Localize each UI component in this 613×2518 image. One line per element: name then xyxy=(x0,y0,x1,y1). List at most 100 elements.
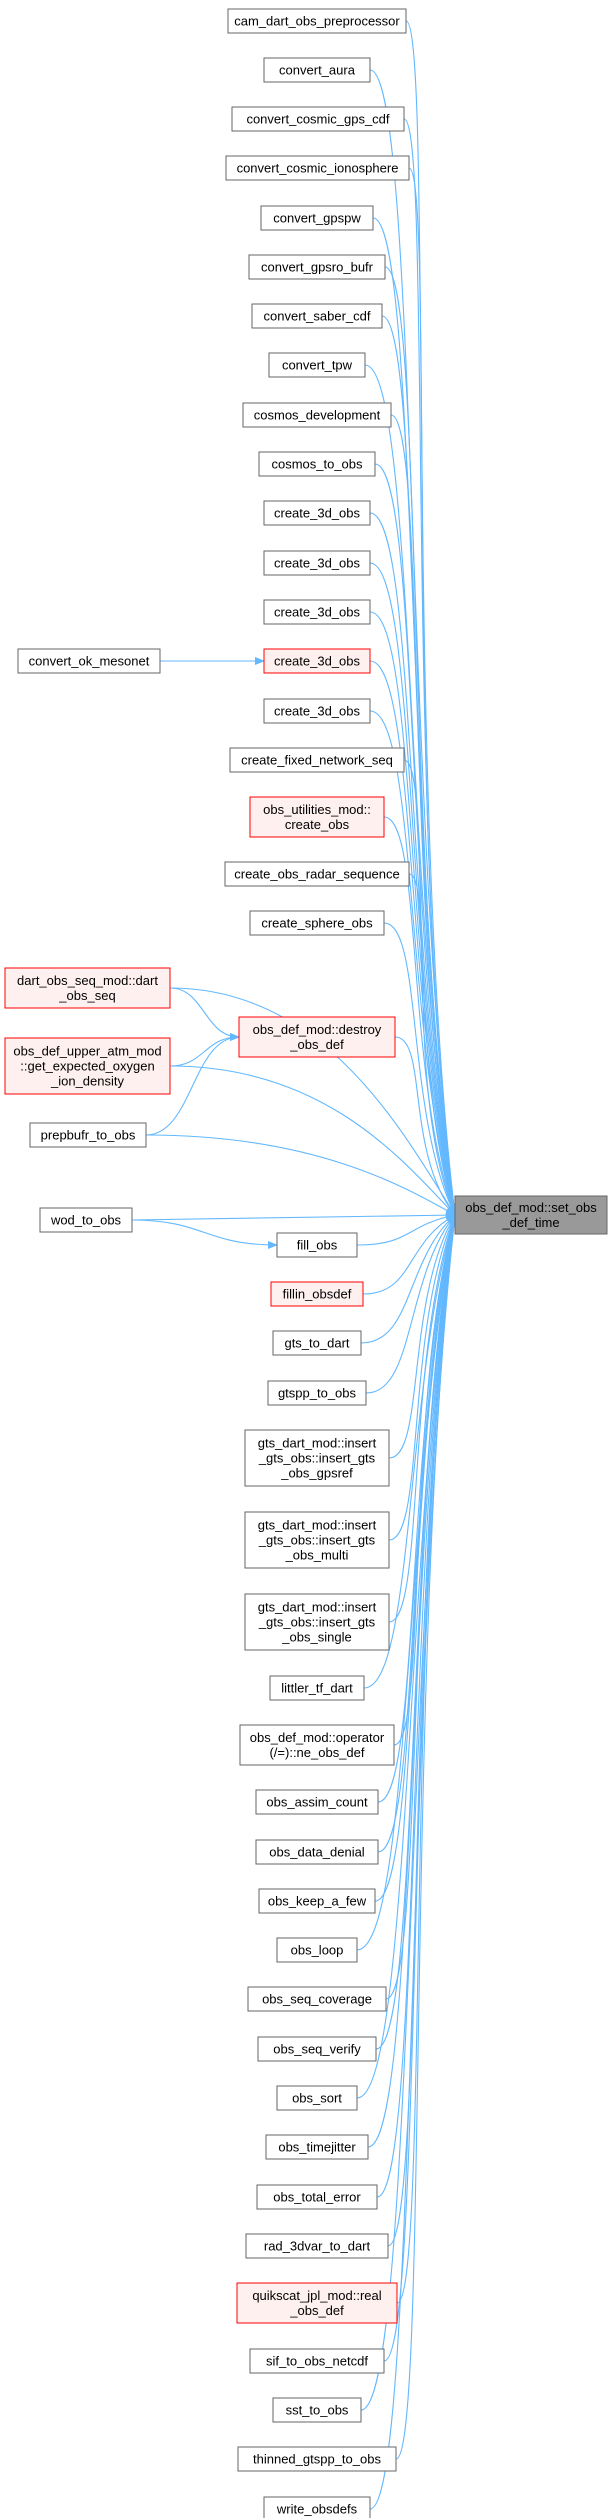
node-totalerr[interactable]: obs_total_error xyxy=(256,2184,378,2210)
node-sort[interactable]: obs_sort xyxy=(276,2085,358,2111)
node-radar[interactable]: create_obs_radar_sequence xyxy=(224,861,410,887)
node-label: obs_def_mod::operator xyxy=(250,1730,385,1745)
edge-fixnet-to-target xyxy=(403,759,457,1216)
edge-denial-to-target xyxy=(377,1214,457,1853)
edge-littler-to-target xyxy=(363,1214,457,1689)
node-assim[interactable]: obs_assim_count xyxy=(255,1789,379,1815)
edge-c3d1-to-target xyxy=(369,512,458,1216)
node-iono[interactable]: convert_cosmic_ionosphere xyxy=(225,155,410,181)
node-aura[interactable]: convert_aura xyxy=(263,57,371,83)
node-tpw[interactable]: convert_tpw xyxy=(268,352,366,378)
node-loop[interactable]: obs_loop xyxy=(276,1937,358,1963)
node-gtsmulti[interactable]: gts_dart_mod::insert_gts_obs::insert_gts… xyxy=(244,1511,390,1569)
node-label: _gts_obs::insert_gts xyxy=(258,1451,376,1466)
node-dartseq[interactable]: dart_obs_seq_mod::dart_obs_seq xyxy=(4,967,171,1009)
node-label: sif_to_obs_netcdf xyxy=(266,2354,368,2369)
node-box xyxy=(267,1380,367,1406)
node-destroy[interactable]: obs_def_mod::destroy_obs_def xyxy=(238,1016,396,1058)
node-box xyxy=(263,648,371,674)
node-coverage[interactable]: obs_seq_coverage xyxy=(247,1986,387,2012)
node-gpsro[interactable]: convert_gpsro_bufr xyxy=(248,254,386,280)
node-cosdev[interactable]: cosmos_development xyxy=(242,402,392,428)
node-box xyxy=(249,796,385,838)
node-box xyxy=(225,155,410,181)
node-sphere[interactable]: create_sphere_obs xyxy=(249,910,385,936)
node-gtspp[interactable]: gtspp_to_obs xyxy=(267,1380,367,1406)
node-box xyxy=(239,1724,395,1766)
target-node-box xyxy=(454,1195,608,1235)
node-box xyxy=(269,1675,365,1701)
node-label: create_obs_radar_sequence xyxy=(234,867,400,882)
node-label: convert_tpw xyxy=(282,358,353,373)
node-c3d3[interactable]: create_3d_obs xyxy=(263,599,371,625)
node-label: create_obs xyxy=(285,817,350,832)
node-gtssingle[interactable]: gts_dart_mod::insert_gts_obs::insert_gts… xyxy=(244,1593,390,1651)
node-gpspw[interactable]: convert_gpspw xyxy=(260,205,374,231)
node-gtsref[interactable]: gts_dart_mod::insert_gts_obs::insert_gts… xyxy=(244,1429,390,1487)
node-label: convert_gpsro_bufr xyxy=(261,260,374,275)
node-littler[interactable]: littler_tf_dart xyxy=(269,1675,365,1701)
node-label: cosmos_development xyxy=(254,408,381,423)
node-label: obs_def_mod::destroy xyxy=(253,1022,382,1037)
node-rad3dvar[interactable]: rad_3dvar_to_dart xyxy=(245,2233,389,2259)
node-label: wod_to_obs xyxy=(50,1213,122,1228)
node-label: _obs_seq xyxy=(58,988,115,1003)
node-label: create_3d_obs xyxy=(274,704,361,719)
node-c3d5[interactable]: create_3d_obs xyxy=(263,698,371,724)
target-node[interactable]: obs_def_mod::set_obs_def_time xyxy=(454,1195,608,1235)
node-label: fillin_obsdef xyxy=(283,1287,352,1302)
node-label: _obs_single xyxy=(281,1630,351,1645)
edge-wod-to-target xyxy=(131,1211,456,1221)
node-obsutil[interactable]: obs_utilities_mod::create_obs xyxy=(249,796,385,838)
node-box xyxy=(263,2496,371,2518)
edge-wod-to-fill xyxy=(131,1219,278,1249)
edge-oxygen-to-target xyxy=(169,1065,456,1216)
node-gpscdf[interactable]: convert_cosmic_gps_cdf xyxy=(231,106,405,132)
node-c3d4[interactable]: create_3d_obs xyxy=(263,648,371,674)
node-label: obs_def_mod::set_obs xyxy=(465,1200,597,1215)
node-jitter[interactable]: obs_timejitter xyxy=(265,2134,369,2160)
node-label: convert_saber_cdf xyxy=(264,309,371,324)
node-fixnet[interactable]: create_fixed_network_seq xyxy=(229,747,405,773)
edge-thinned-to-target xyxy=(395,1214,458,2460)
node-label: fill_obs xyxy=(297,1238,338,1253)
node-label: rad_3dvar_to_dart xyxy=(264,2239,371,2254)
node-saber[interactable]: convert_saber_cdf xyxy=(251,303,383,329)
node-c3d2[interactable]: create_3d_obs xyxy=(263,550,371,576)
node-label: create_3d_obs xyxy=(274,506,361,521)
node-label: quikscat_jpl_mod::real xyxy=(252,2288,381,2303)
node-box xyxy=(258,1888,376,1914)
node-operator[interactable]: obs_def_mod::operator(/=)::ne_obs_def xyxy=(239,1724,395,1766)
node-box xyxy=(4,1037,171,1095)
node-costo[interactable]: cosmos_to_obs xyxy=(258,451,376,477)
node-wod[interactable]: wod_to_obs xyxy=(39,1207,133,1233)
node-label: obs_assim_count xyxy=(266,1795,368,1810)
node-box xyxy=(256,2184,378,2210)
node-denial[interactable]: obs_data_denial xyxy=(255,1839,379,1865)
node-prepbufr[interactable]: prepbufr_to_obs xyxy=(29,1122,147,1148)
node-label: _def_time xyxy=(501,1215,559,1230)
node-sst[interactable]: sst_to_obs xyxy=(272,2397,362,2423)
node-keep[interactable]: obs_keep_a_few xyxy=(258,1888,376,1914)
node-verify[interactable]: obs_seq_verify xyxy=(257,2036,377,2062)
node-c3d1[interactable]: create_3d_obs xyxy=(263,500,371,526)
edge-c3d3-to-target xyxy=(369,611,457,1216)
node-box xyxy=(244,1511,390,1569)
node-thinned[interactable]: thinned_gtspp_to_obs xyxy=(237,2446,397,2472)
node-box xyxy=(242,402,392,428)
node-cam[interactable]: cam_dart_obs_preprocessor xyxy=(227,8,407,34)
node-fill[interactable]: fill_obs xyxy=(276,1232,358,1258)
node-quikscat[interactable]: quikscat_jpl_mod::real_obs_def xyxy=(236,2282,398,2324)
node-sif[interactable]: sif_to_obs_netcdf xyxy=(249,2348,385,2374)
node-okmeso[interactable]: convert_ok_mesonet xyxy=(17,648,161,674)
node-write[interactable]: write_obsdefs xyxy=(263,2496,371,2518)
node-label: cosmos_to_obs xyxy=(271,457,363,472)
node-box xyxy=(229,747,405,773)
node-label: gts_dart_mod::insert xyxy=(258,1436,377,1451)
node-oxygen[interactable]: obs_def_upper_atm_mod::get_expected_oxyg… xyxy=(4,1037,171,1095)
edge-gpsro-to-target xyxy=(384,266,458,1216)
node-fillin[interactable]: fillin_obsdef xyxy=(270,1281,364,1307)
node-label: gts_dart_mod::insert xyxy=(258,1600,377,1615)
edge-destroy-to-target xyxy=(394,1036,456,1216)
node-gts2d[interactable]: gts_to_dart xyxy=(272,1330,362,1356)
